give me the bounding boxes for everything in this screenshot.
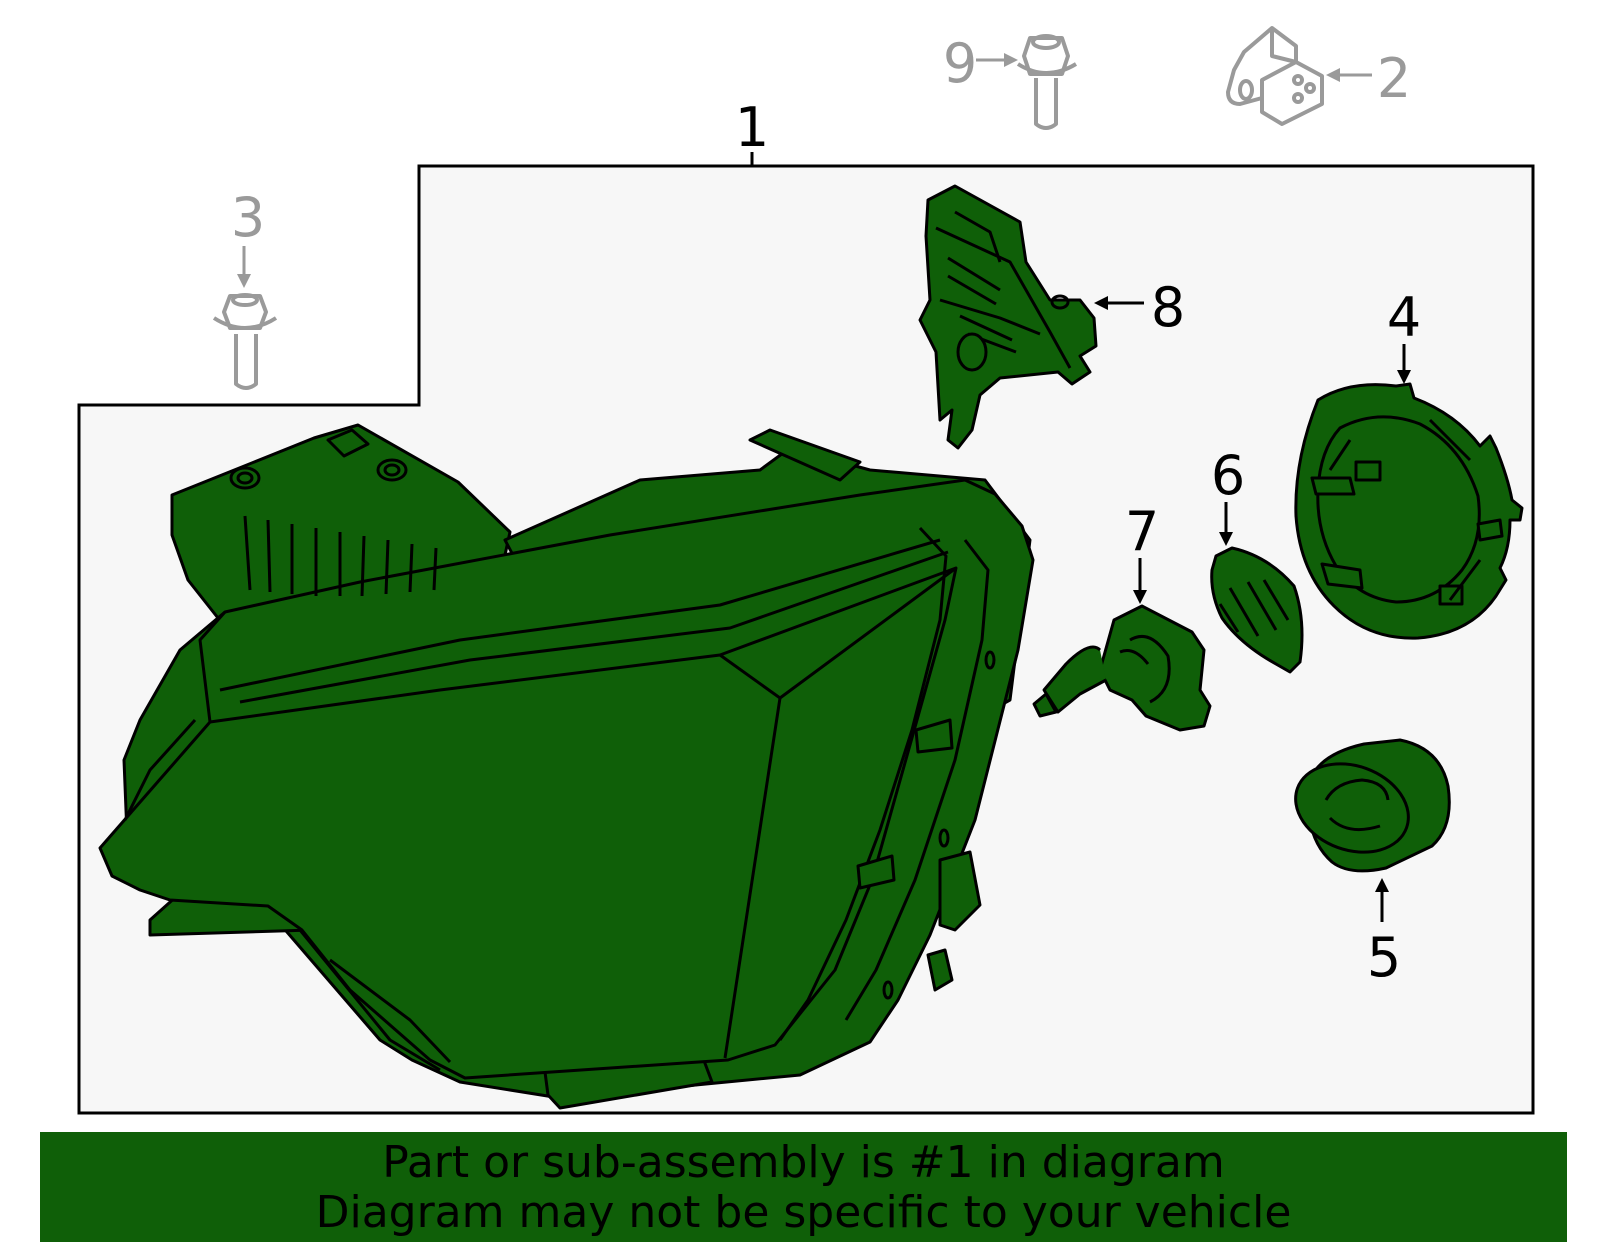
part-8-bracket[interactable] xyxy=(918,184,1098,450)
banner-line-2: Diagram may not be specific to your vehi… xyxy=(315,1187,1292,1238)
callout-1[interactable]: 1 xyxy=(735,96,769,159)
callout-7-arrowhead xyxy=(1133,590,1147,604)
part-5-cover[interactable] xyxy=(1283,738,1451,873)
callout-5[interactable]: 5 xyxy=(1367,926,1401,989)
callout-6[interactable]: 6 xyxy=(1211,444,1245,507)
callout-8[interactable]: 8 xyxy=(1151,276,1185,339)
callout-2[interactable]: 2 xyxy=(1377,47,1411,110)
part-6-cap[interactable] xyxy=(1210,546,1304,674)
callout-4[interactable]: 4 xyxy=(1387,286,1421,349)
callout-9[interactable]: 9 xyxy=(943,32,977,95)
part-9-bolt[interactable] xyxy=(1016,34,1078,130)
callout-8-arrowhead xyxy=(1094,296,1108,310)
part-2-bracket[interactable] xyxy=(1226,26,1324,126)
info-banner: Part or sub-assembly is #1 in diagram Di… xyxy=(40,1132,1567,1242)
callout-3-arrowhead xyxy=(237,274,251,288)
part-7-bulb[interactable] xyxy=(1032,604,1212,732)
part-3-bolt[interactable] xyxy=(212,293,278,390)
callout-9-arrowhead xyxy=(1004,53,1018,67)
callout-5-arrowhead xyxy=(1375,878,1389,892)
part-1-headlamp-assembly[interactable] xyxy=(98,423,1035,1110)
banner-line-1: Part or sub-assembly is #1 in diagram xyxy=(382,1137,1225,1188)
callout-3[interactable]: 3 xyxy=(231,186,265,249)
callout-4-arrowhead xyxy=(1397,370,1411,384)
callout-6-arrowhead xyxy=(1219,532,1233,546)
part-4-ring[interactable] xyxy=(1294,382,1524,640)
callout-7[interactable]: 7 xyxy=(1125,500,1159,563)
callout-2-arrowhead xyxy=(1326,68,1340,82)
